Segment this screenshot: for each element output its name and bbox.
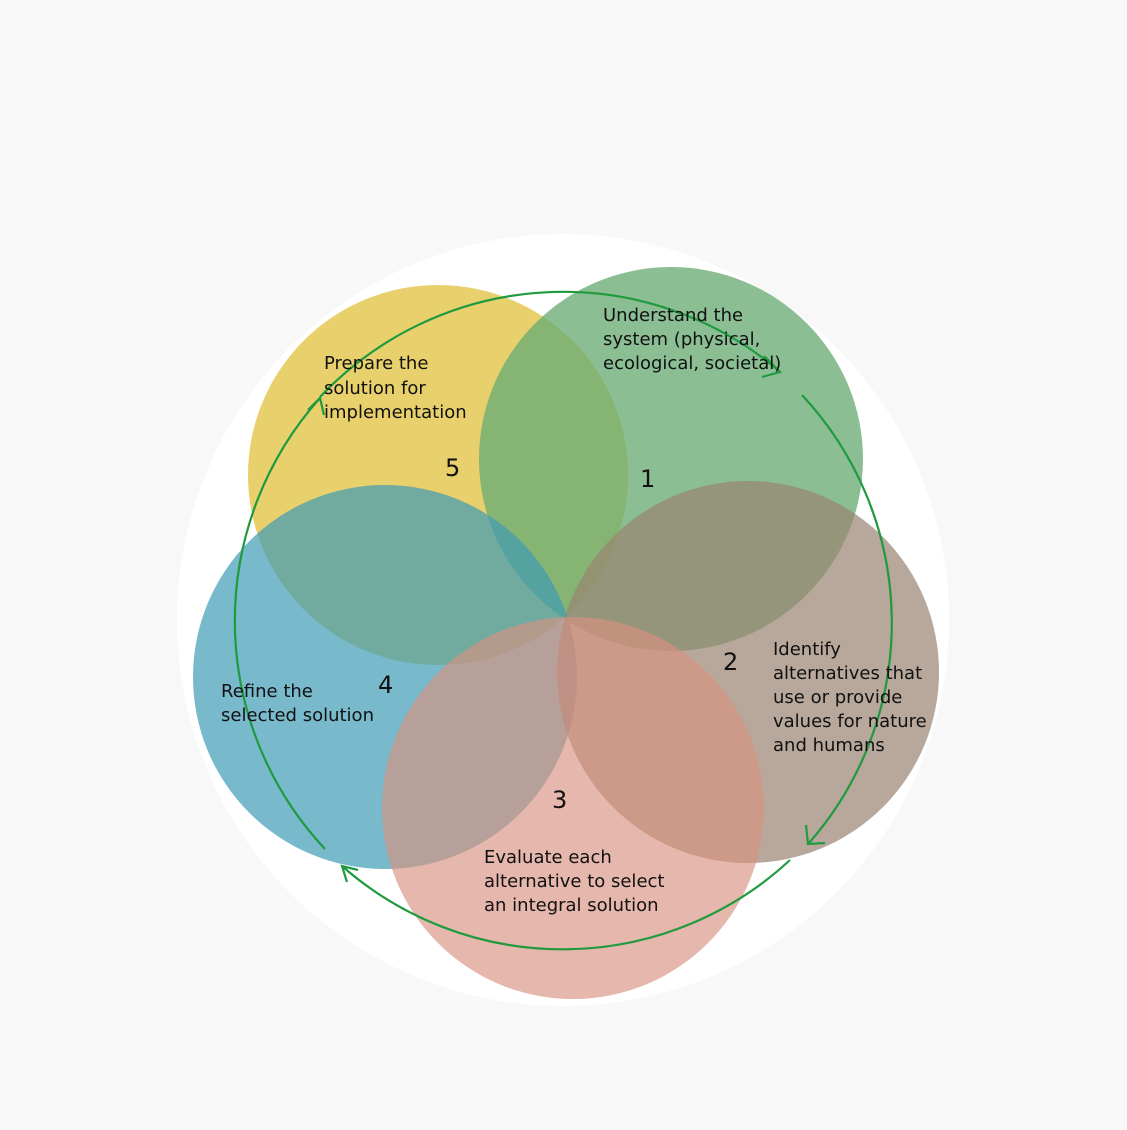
step-5-number: 5: [445, 454, 460, 482]
arrowhead-1: [761, 355, 783, 379]
petal-circles: [193, 267, 939, 999]
step-5-label: Prepare the solution for implementation: [324, 353, 467, 423]
step-3-label: Evaluate each alternative to select an i…: [484, 847, 670, 916]
arrow-2-to-3: [341, 859, 791, 951]
step-5: Prepare the solution for implementation …: [324, 353, 467, 482]
step-4-number: 4: [378, 671, 393, 699]
arrow-1-to-2: [801, 394, 893, 844]
step-4: Refine the selected solution 4: [221, 671, 393, 726]
arrowhead-3: [340, 864, 359, 883]
arrowhead-4: [307, 395, 326, 416]
step-2-label: Identify alternatives that use or provid…: [773, 639, 932, 756]
step-1-number: 1: [640, 465, 655, 493]
step-4-label: Refine the selected solution: [221, 681, 374, 726]
step-1-label: Understand the system (physical, ecologi…: [603, 305, 781, 374]
step-2: Identify alternatives that use or provid…: [723, 639, 932, 756]
arrow-3-to-4: [233, 397, 326, 850]
arrowhead-2: [804, 824, 826, 846]
arrow-5-to-1: [319, 290, 779, 398]
step-1: Understand the system (physical, ecologi…: [603, 305, 781, 493]
step-3-number: 3: [552, 786, 567, 814]
circle-step-3: [382, 617, 764, 999]
step-3: Evaluate each alternative to select an i…: [484, 786, 670, 916]
cycle-arrows: [233, 290, 893, 951]
step-2-number: 2: [723, 648, 738, 676]
